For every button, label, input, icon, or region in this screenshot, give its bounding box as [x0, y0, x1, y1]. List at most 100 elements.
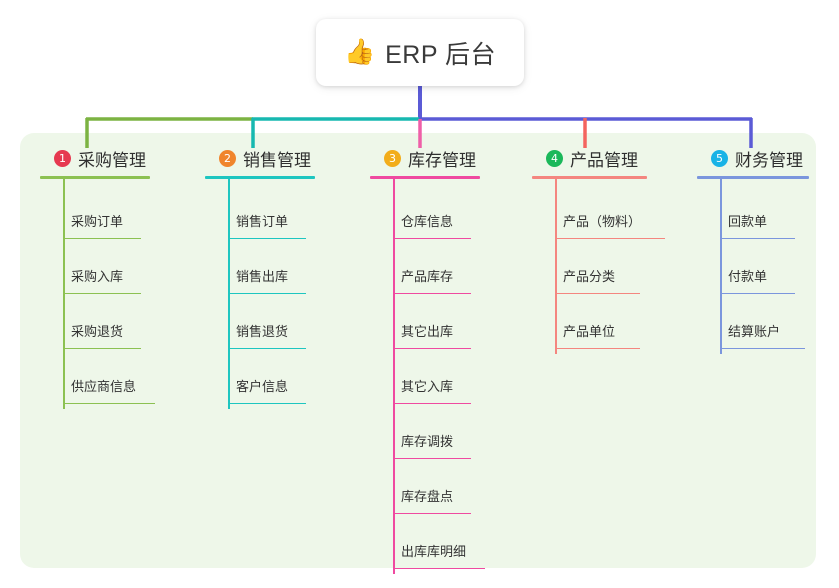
branch-item-label: 产品单位 [563, 324, 616, 339]
branch-item-list: 仓库信息产品库存其它出库其它入库库存调拨库存盘点出库库明细 [370, 184, 485, 569]
branch-column: 5 财务管理回款单付款单结算账户 [697, 146, 809, 354]
branch-spine [720, 179, 722, 354]
diagram-background-panel [20, 133, 816, 568]
branch-item-list: 回款单付款单结算账户 [697, 184, 809, 349]
branch-item-rule [720, 237, 795, 239]
branch-header[interactable]: 1 采购管理 [40, 146, 150, 170]
branch-item-rule [393, 347, 471, 349]
branch-item[interactable]: 供应商信息 [40, 349, 155, 404]
branch-item-label: 产品分类 [563, 269, 616, 284]
branch-item-rule [63, 347, 141, 349]
branch-header-rule [532, 176, 647, 179]
branch-column: 1 采购管理采购订单采购入库采购退货供应商信息 [40, 146, 155, 409]
branch-item-label: 其它出库 [401, 324, 454, 339]
branch-item-label: 其它入库 [401, 379, 454, 394]
branch-item-label: 结算账户 [728, 324, 781, 339]
branch-item-label: 付款单 [728, 269, 768, 284]
branch-item-label: 采购订单 [71, 214, 124, 229]
branch-item-label: 出库库明细 [401, 544, 467, 559]
branch-item-rule [63, 292, 141, 294]
branch-header[interactable]: 4 产品管理 [532, 146, 647, 170]
branch-index-badge: 2 [219, 149, 236, 167]
branch-index-badge: 3 [384, 149, 401, 167]
branch-item-label: 销售订单 [236, 214, 289, 229]
branch-item-rule [228, 292, 306, 294]
branch-header-rule [40, 176, 150, 179]
branch-item[interactable]: 产品单位 [532, 294, 647, 349]
branch-item-rule [63, 402, 155, 404]
branch-item-rule [720, 292, 795, 294]
branch-item-label: 产品库存 [401, 269, 454, 284]
branch-title: 采购管理 [78, 150, 146, 170]
branch-title: 财务管理 [735, 150, 803, 170]
branch-header[interactable]: 2 销售管理 [205, 146, 315, 170]
branch-title: 销售管理 [243, 150, 311, 170]
branch-spine [228, 179, 230, 409]
branch-item-list: 采购订单采购入库采购退货供应商信息 [40, 184, 155, 404]
branch-item-label: 回款单 [728, 214, 768, 229]
branch-item-rule [393, 457, 471, 459]
branch-item-rule [393, 512, 471, 514]
branch-item[interactable]: 采购退货 [40, 294, 150, 349]
branch-item[interactable]: 采购订单 [40, 184, 150, 239]
branch-item-rule [555, 292, 640, 294]
branch-index-badge: 5 [711, 149, 728, 167]
branch-item-rule [393, 402, 471, 404]
branch-item-rule [720, 347, 805, 349]
branch-spine [393, 179, 395, 574]
branch-item-label: 仓库信息 [401, 214, 454, 229]
branch-item-label: 采购入库 [71, 269, 124, 284]
branch-item[interactable]: 其它出库 [370, 294, 480, 349]
branch-column: 2 销售管理销售订单销售出库销售退货客户信息 [205, 146, 315, 409]
branch-index-badge: 4 [546, 149, 563, 167]
branch-item-label: 库存盘点 [401, 489, 454, 504]
branch-item[interactable]: 采购入库 [40, 239, 150, 294]
branch-item-label: 产品（物料） [563, 214, 642, 229]
branch-spine [63, 179, 65, 409]
branch-index-badge: 1 [54, 149, 71, 167]
branch-header-rule [205, 176, 315, 179]
root-title: ERP 后台 [385, 40, 497, 69]
branch-item[interactable]: 付款单 [697, 239, 809, 294]
branch-item-label: 库存调拨 [401, 434, 454, 449]
branch-item[interactable]: 产品（物料） [532, 184, 665, 239]
branch-item-rule [393, 292, 471, 294]
branch-spine [555, 179, 557, 354]
branch-item[interactable]: 其它入库 [370, 349, 480, 404]
branch-item[interactable]: 产品库存 [370, 239, 480, 294]
branch-item-rule [228, 402, 306, 404]
branch-item-label: 销售退货 [236, 324, 289, 339]
branch-item[interactable]: 回款单 [697, 184, 809, 239]
branch-item-rule [393, 237, 471, 239]
branch-item-rule [63, 237, 141, 239]
branch-item-rule [555, 237, 665, 239]
branch-item-list: 销售订单销售出库销售退货客户信息 [205, 184, 315, 404]
branch-title: 产品管理 [570, 150, 638, 170]
branch-item[interactable]: 销售出库 [205, 239, 315, 294]
branch-item-rule [228, 237, 306, 239]
branch-item[interactable]: 出库库明细 [370, 514, 485, 569]
branch-header-rule [370, 176, 480, 179]
branch-item[interactable]: 销售退货 [205, 294, 315, 349]
branch-item-label: 采购退货 [71, 324, 124, 339]
branch-item[interactable]: 库存盘点 [370, 459, 480, 514]
branch-item[interactable]: 结算账户 [697, 294, 809, 349]
thumbs-up-icon: 👍 [343, 38, 376, 66]
branch-item-label: 客户信息 [236, 379, 289, 394]
branch-item[interactable]: 仓库信息 [370, 184, 480, 239]
branch-item-label: 供应商信息 [71, 379, 137, 394]
branch-item-rule [228, 347, 306, 349]
branch-item-rule [555, 347, 640, 349]
root-node[interactable]: 👍 ERP 后台 [316, 19, 524, 86]
branch-item[interactable]: 产品分类 [532, 239, 647, 294]
branch-item-list: 产品（物料） 产品分类产品单位 [532, 184, 665, 349]
branch-item[interactable]: 库存调拨 [370, 404, 480, 459]
branch-item-label: 销售出库 [236, 269, 289, 284]
branch-header[interactable]: 5 财务管理 [697, 146, 809, 170]
branch-item[interactable]: 客户信息 [205, 349, 315, 404]
branch-header-rule [697, 176, 809, 179]
branch-column: 4 产品管理产品（物料） 产品分类产品单位 [532, 146, 665, 354]
branch-item[interactable]: 销售订单 [205, 184, 315, 239]
